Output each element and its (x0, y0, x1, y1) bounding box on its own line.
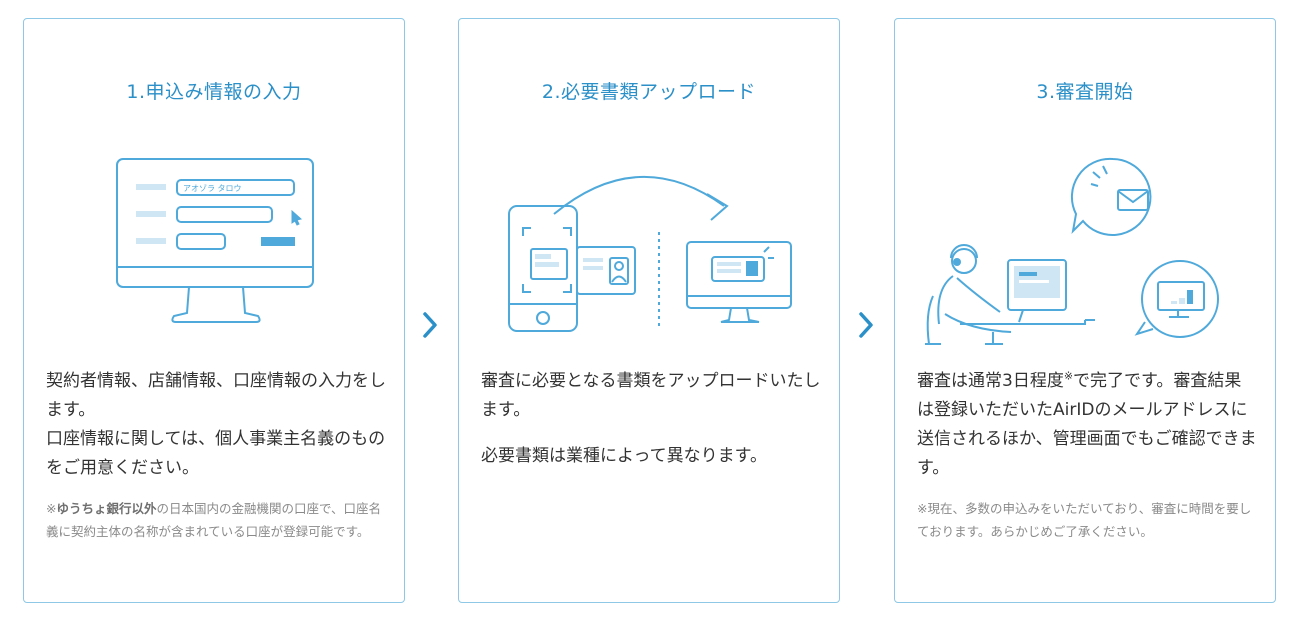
step-description-line: 契約者情報、店舗情報、口座情報の入力をします。 (46, 371, 386, 420)
step-description-lead: 審査は通常3日程度 (917, 371, 1064, 391)
note-bold: ゆうちょ銀行以外 (56, 501, 157, 516)
note-prefix: ※ (46, 501, 57, 516)
step-description: 契約者情報、店舗情報、口座情報の入力をします。 口座情報に関しては、個人事業主名… (46, 367, 386, 500)
step-description-rest: で完了です。審査結果は登録いただいたAirIDのメールアドレスに送信されるほか、… (917, 371, 1257, 478)
illustration-name-text: アオゾラ タロウ (183, 184, 242, 193)
step-title: 3.審査開始 (1036, 81, 1134, 103)
step-note: ※ゆうちょ銀行以外の日本国内の金融機関の口座で、口座名義に契約主体の名称が含まれ… (46, 497, 386, 543)
chevron-right-icon (423, 312, 437, 338)
step-description-text: 審査は通常3日程度※で完了です。審査結果は登録いただいたAirIDのメールアドレ… (917, 367, 1257, 483)
step-description-line: 審査に必要となる書類をアップロードいたします。 (481, 371, 821, 420)
step-note: ※現在、多数の申込みをいただいており、審査に時間を要しております。あらかじめご了… (917, 501, 1252, 539)
chevron-right-icon (859, 312, 873, 338)
note-mark: ※ (1063, 369, 1074, 383)
step-description: 審査は通常3日程度※で完了です。審査結果は登録いただいたAirIDのメールアドレ… (917, 367, 1257, 500)
note-rest: の日本国内の金融機関の口座で、口座名義に契約主体の名称が含まれている口座が登録可… (46, 501, 382, 539)
monitor-form-icon: アオゾラ タロウ (116, 158, 314, 323)
step-card-input: 1.申込み情報の入力 アオゾラ タロウ 契約者情報、店舗情報、口座情報の入力をし… (23, 18, 405, 603)
step-description-line: 口座情報に関しては、個人事業主名義のものをご用意ください。 (46, 429, 386, 478)
step-title: 2.必要書類アップロード (541, 81, 757, 103)
operator-review-icon (925, 157, 1219, 345)
step-description-line: 必要書類は業種によって異なります。 (481, 446, 767, 466)
step-description: 審査に必要となる書類をアップロードいたします。 必要書類は業種によって異なります… (481, 367, 821, 488)
step-card-review: 3.審査開始 (894, 18, 1276, 603)
step-title: 1.申込み情報の入力 (126, 81, 302, 103)
phone-id-upload-icon (508, 175, 792, 332)
step-card-upload: 2.必要書類アップロード 審査に (458, 18, 840, 603)
